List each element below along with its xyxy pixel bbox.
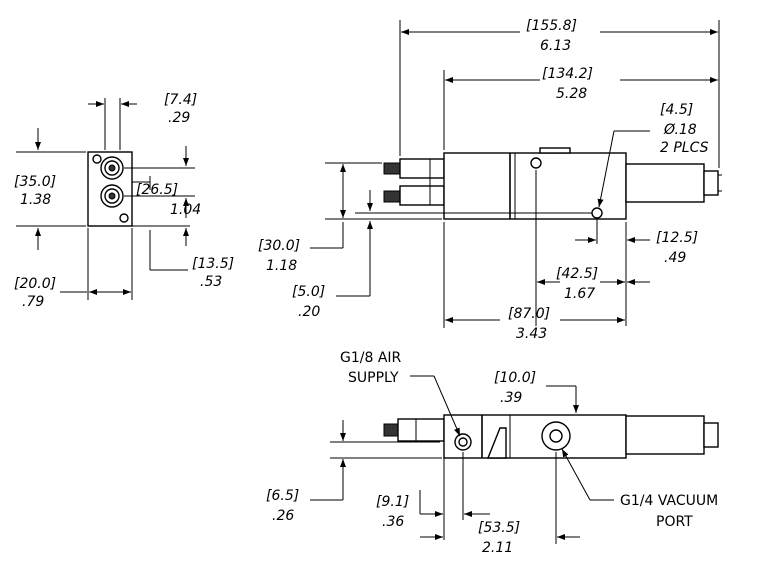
air-fitting-lower bbox=[383, 190, 401, 203]
callout-air-supply: G1/8 AIR SUPPLY bbox=[340, 350, 461, 437]
mount-hole-1 bbox=[530, 157, 542, 169]
dim-vacuum-port-offset-mm: [53.5] bbox=[478, 520, 520, 536]
front-screw-bottom bbox=[119, 213, 129, 223]
front-view bbox=[87, 151, 150, 227]
dim-front-hole-offset-mm: [13.5] bbox=[192, 256, 234, 272]
bottom-main-body bbox=[443, 414, 627, 459]
dim-front-depth: [20.0] .79 bbox=[14, 228, 133, 310]
dim-front-width: [7.4] .29 bbox=[88, 92, 197, 150]
dim-mount-hole-note: 2 PLCS bbox=[660, 140, 709, 156]
callout-air-supply-line2: SUPPLY bbox=[348, 370, 399, 386]
dim-side-height-in: 1.18 bbox=[266, 258, 297, 274]
dim-bottom-height-mm: [6.5] bbox=[266, 488, 299, 504]
dim-vacuum-port-offset: [53.5] 2.11 bbox=[420, 452, 580, 556]
callout-vacuum-port-line2: PORT bbox=[656, 514, 693, 530]
dim-front-height-mm: [35.0] bbox=[14, 174, 56, 190]
dim-hole-from-bottom-mm: [5.0] bbox=[292, 284, 325, 300]
bottom-fitting bbox=[383, 423, 399, 437]
dim-front-height: [35.0] 1.38 bbox=[14, 128, 86, 250]
dim-side-height-mm: [30.0] bbox=[258, 238, 300, 254]
dim-front-width-in: .29 bbox=[168, 110, 190, 126]
callout-air-supply-line1: G1/8 AIR bbox=[340, 350, 402, 366]
dim-overall-length-in: 6.13 bbox=[540, 38, 571, 54]
dim-mount-hole-mm: [4.5] bbox=[660, 102, 693, 118]
dim-front-depth-in: .79 bbox=[22, 294, 44, 310]
dim-bottom-height-in: .26 bbox=[272, 508, 294, 524]
dim-hole-spacing-mm: [42.5] bbox=[556, 266, 598, 282]
dim-front-hole-spacing-in: 1.04 bbox=[170, 202, 201, 218]
front-screw-top bbox=[92, 154, 102, 164]
dim-front-hole-spacing: [26.5] 1.04 bbox=[124, 146, 201, 218]
dim-mount-hole: [4.5] Ø.18 2 PLCS bbox=[597, 102, 709, 208]
bottom-silencer bbox=[625, 415, 705, 455]
dim-air-port-offset: [9.1] .36 bbox=[376, 452, 490, 530]
silencer bbox=[625, 163, 705, 203]
dim-block-length: [87.0] 3.43 bbox=[443, 222, 625, 342]
dim-front-depth-mm: [20.0] bbox=[14, 276, 56, 292]
dim-air-port-offset-mm: [9.1] bbox=[376, 494, 409, 510]
dim-front-width-mm: [7.4] bbox=[164, 92, 197, 108]
dim-hole-from-end-mm: [12.5] bbox=[656, 230, 698, 246]
dim-bottom-height: [6.5] .26 bbox=[266, 420, 442, 524]
dim-overall-length: [155.8] 6.13 bbox=[399, 18, 720, 168]
dim-hole-from-end-in: .49 bbox=[664, 250, 686, 266]
dim-hole-from-bottom: [5.0] .20 bbox=[292, 190, 592, 320]
dim-hole-spacing: [42.5] 1.67 bbox=[535, 170, 650, 326]
dim-front-hole-spacing-mm: [26.5] bbox=[136, 182, 178, 198]
dim-mount-hole-in: Ø.18 bbox=[663, 122, 697, 138]
mount-hole-2 bbox=[591, 207, 603, 219]
dim-top-offset-mm: [10.0] bbox=[494, 370, 536, 386]
dim-vacuum-port-offset-in: 2.11 bbox=[482, 540, 513, 556]
side-view bbox=[383, 147, 722, 220]
dim-body-length-in: 5.28 bbox=[556, 86, 587, 102]
callout-vacuum-port: G1/4 VACUUM PORT bbox=[561, 448, 718, 530]
dim-top-offset: [10.0] .39 bbox=[494, 370, 579, 413]
dim-block-length-in: 3.43 bbox=[516, 326, 547, 342]
dim-hole-from-bottom-in: .20 bbox=[298, 304, 320, 320]
dim-side-height: [30.0] 1.18 bbox=[258, 162, 442, 274]
dim-top-offset-in: .39 bbox=[500, 390, 522, 406]
dim-hole-spacing-in: 1.67 bbox=[564, 286, 595, 302]
dim-hole-from-end: [12.5] .49 bbox=[575, 218, 698, 326]
dim-block-length-mm: [87.0] bbox=[508, 306, 550, 322]
dim-body-length: [134.2] 5.28 bbox=[443, 66, 718, 150]
dim-overall-length-mm: [155.8] bbox=[526, 18, 577, 34]
callout-vacuum-port-line1: G1/4 VACUUM bbox=[620, 493, 718, 509]
dim-front-height-in: 1.38 bbox=[20, 192, 51, 208]
dim-front-hole-offset: [13.5] .53 bbox=[132, 225, 234, 290]
dim-air-port-offset-in: .36 bbox=[382, 514, 404, 530]
air-fitting-upper bbox=[383, 162, 401, 175]
dim-body-length-mm: [134.2] bbox=[542, 66, 593, 82]
bottom-view bbox=[383, 414, 719, 459]
dim-front-hole-offset-in: .53 bbox=[200, 274, 222, 290]
